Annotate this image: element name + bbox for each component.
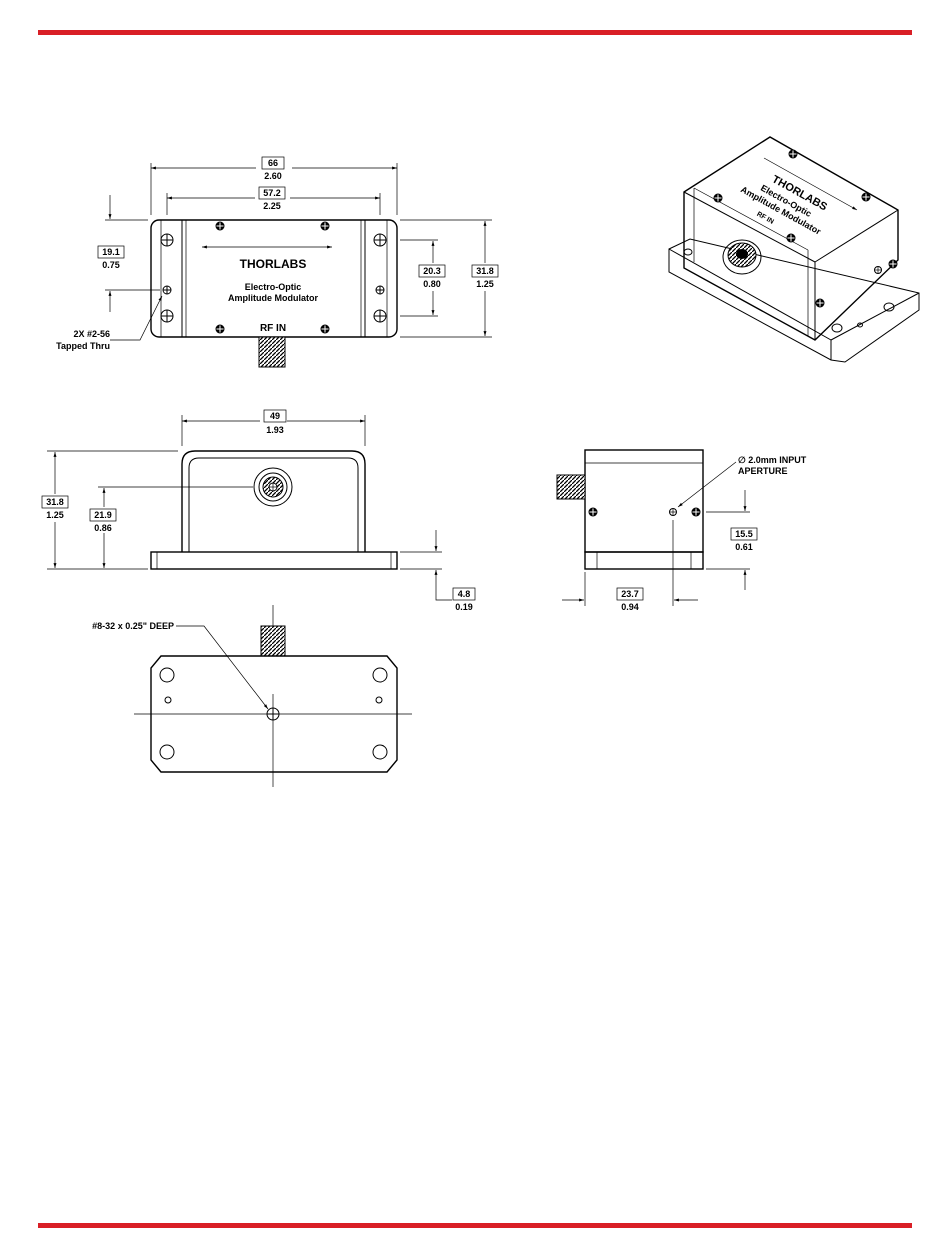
dim-aperture-offset-mm: 23.7 — [621, 589, 639, 599]
screw-icon — [321, 222, 330, 231]
hole-note-line2: Tapped Thru — [56, 341, 110, 351]
iso-rf-connector — [723, 240, 761, 274]
iso-base-hole-icon — [684, 249, 692, 255]
mount-thread-note: #8-32 x 0.25" DEEP — [92, 621, 174, 631]
base-hole-icon — [160, 745, 174, 759]
dim-base-thickness-mm: 4.8 — [458, 589, 471, 599]
top-product-line1: Electro-Optic — [245, 282, 302, 292]
side-rf-connector — [557, 475, 585, 499]
screw-icon — [816, 299, 825, 308]
front-view: 49 1.93 31.8 1.25 21.9 0.86 4.8 0.19 — [42, 410, 475, 612]
screw-icon — [862, 193, 871, 202]
side-base-plate — [585, 552, 703, 569]
top-rf-connector — [259, 337, 285, 367]
screw-icon — [321, 325, 330, 334]
base-hole-icon — [373, 745, 387, 759]
top-view: THORLABS Electro-Optic Amplitude Modulat… — [56, 157, 498, 367]
dim-base-thickness-in: 0.19 — [455, 602, 473, 612]
iso-connector-label: RF IN — [755, 211, 774, 226]
base-pin-hole-icon — [376, 697, 382, 703]
dim-connector-height-mm: 21.9 — [94, 510, 112, 520]
dim-hole-offset-mm: 19.1 — [102, 247, 120, 257]
mounting-hole-icon — [161, 310, 173, 322]
mounting-hole-icon — [374, 310, 386, 322]
side-view: ∅ 2.0mm INPUT APERTURE 15.5 0.61 23.7 0.… — [557, 450, 807, 612]
hole-note-line1: 2X #2-56 — [73, 329, 110, 339]
front-rf-connector — [254, 468, 292, 506]
dim-aperture-offset-in: 0.94 — [621, 602, 639, 612]
dim-hole-pitch-in: 0.80 — [423, 279, 441, 289]
aperture-note-line2: APERTURE — [738, 466, 788, 476]
dim-aperture-height-in: 0.61 — [735, 542, 753, 552]
dim-hole-pitch-mm: 20.3 — [423, 266, 441, 276]
dim-front-height-mm: 31.8 — [46, 497, 64, 507]
dim-connector-height-in: 0.86 — [94, 523, 112, 533]
screw-icon — [692, 508, 701, 517]
dim-front-height-in: 1.25 — [46, 510, 64, 520]
input-aperture-icon — [670, 509, 677, 516]
dim-front-width-mm: 49 — [270, 411, 280, 421]
top-view-flange — [151, 220, 397, 337]
base-hole-icon — [160, 668, 174, 682]
isometric-view: THORLABS Electro-Optic Amplitude Modulat… — [669, 137, 919, 362]
dim-depth-in: 1.25 — [476, 279, 494, 289]
dim-hole-offset-in: 0.75 — [102, 260, 120, 270]
mounting-hole-icon — [161, 234, 173, 246]
screw-icon — [216, 325, 225, 334]
front-housing — [182, 451, 365, 552]
dim-body-length-mm: 57.2 — [263, 188, 281, 198]
screw-icon — [787, 234, 796, 243]
screw-icon — [714, 194, 723, 203]
top-brand-label: THORLABS — [240, 257, 307, 271]
dim-depth-mm: 31.8 — [476, 266, 494, 276]
aperture-hole-icon — [875, 267, 882, 274]
dim-overall-length-in: 2.60 — [264, 171, 282, 181]
dim-aperture-height-mm: 15.5 — [735, 529, 753, 539]
screw-icon — [789, 150, 798, 159]
iso-base-hole-icon — [832, 324, 842, 332]
mounting-hole-icon — [374, 234, 386, 246]
bottom-view: #8-32 x 0.25" DEEP — [92, 605, 412, 787]
tapped-hole-icon — [376, 286, 384, 294]
dim-body-length-in: 2.25 — [263, 201, 281, 211]
screw-icon — [589, 508, 598, 517]
iso-base-plate — [669, 239, 919, 362]
base-pin-hole-icon — [165, 697, 171, 703]
front-base-plate — [151, 552, 397, 569]
top-connector-label: RF IN — [260, 323, 286, 334]
dim-overall-length-mm: 66 — [268, 158, 278, 168]
base-hole-icon — [373, 668, 387, 682]
screw-icon — [889, 260, 898, 269]
aperture-note-line1: ∅ 2.0mm INPUT — [738, 455, 807, 465]
tapped-hole-icon — [163, 286, 171, 294]
screw-icon — [216, 222, 225, 231]
dim-front-width-in: 1.93 — [266, 425, 284, 435]
top-product-line2: Amplitude Modulator — [228, 293, 318, 303]
bottom-rf-connector — [261, 626, 285, 656]
